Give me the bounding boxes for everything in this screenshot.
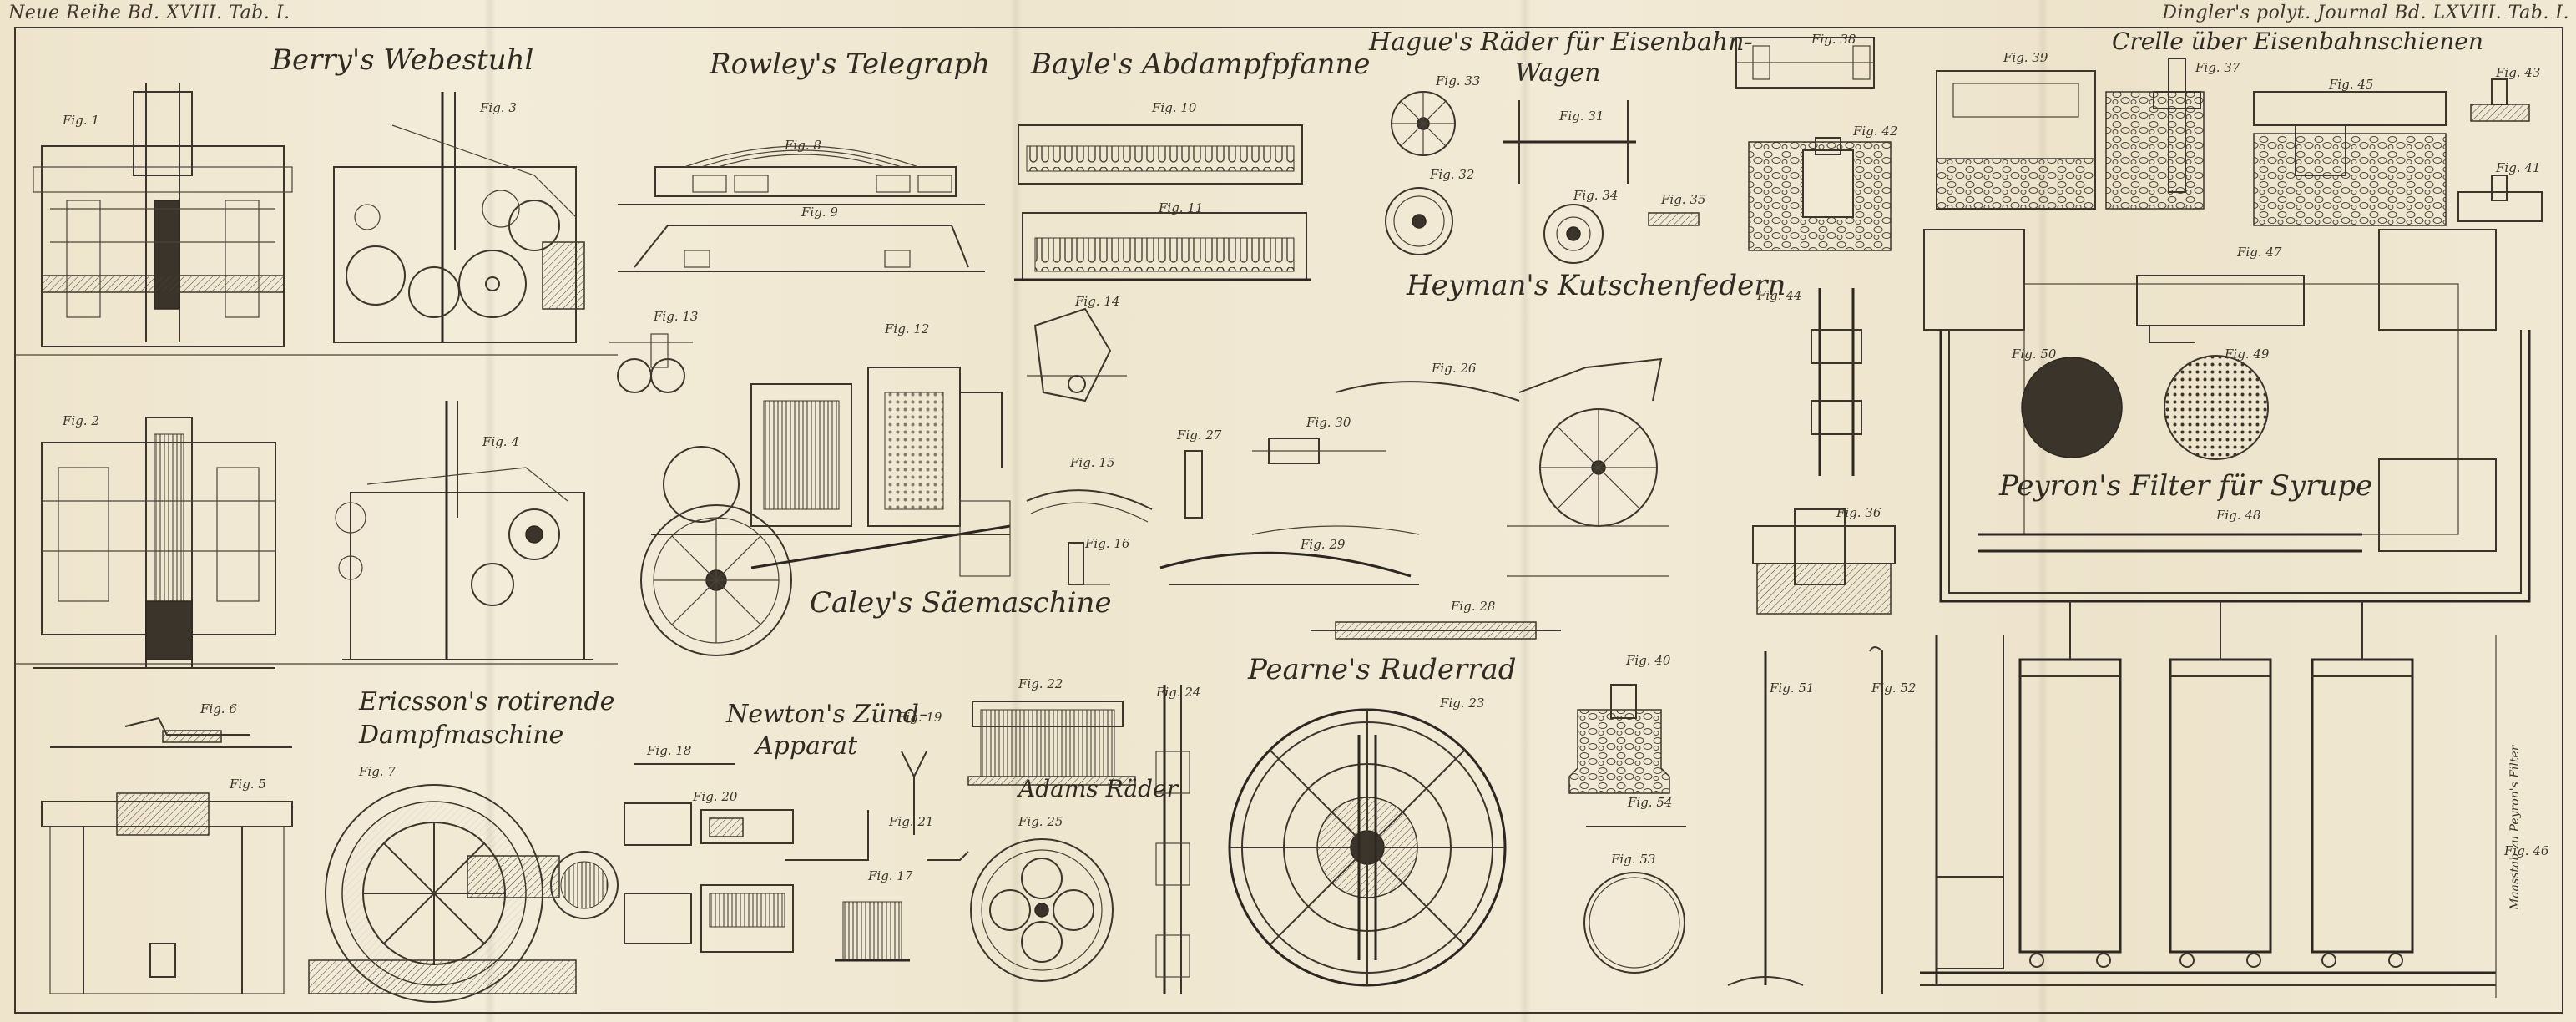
fig-49-label: Fig. 49: [2225, 347, 2270, 362]
heading-newton-ignition: Newton's Zünd-: [726, 700, 928, 729]
loom-front-view: [33, 83, 293, 347]
fig-18-label: Fig. 18: [647, 743, 692, 758]
fig-37-label: Fig. 37: [2195, 60, 2240, 75]
rotary-steam-engine: [308, 784, 619, 1003]
fig-14-label: Fig. 14: [1075, 294, 1120, 309]
fold-crease: [2037, 0, 2048, 1022]
heading-ericsson-engine: Ericsson's rotirende: [359, 687, 615, 716]
fig-48-label: Fig. 48: [2216, 508, 2261, 523]
fig-10-label: Fig. 10: [1152, 100, 1197, 115]
plate-header-left: Neue Reihe Bd. XVIII. Tab. I.: [8, 3, 290, 23]
heading-crelle-rails: Crelle über Eisenbahnschienen: [2112, 28, 2483, 55]
fig-46-label: Fig. 46: [2504, 843, 2549, 858]
fig-53-label: Fig. 53: [1611, 852, 1656, 867]
fig-45-label: Fig. 45: [2329, 77, 2374, 92]
rail-sections: [1568, 37, 1896, 994]
railway-wheels: [1385, 91, 1700, 264]
fig-25-label: Fig. 25: [1018, 814, 1063, 829]
fig-2-label: Fig. 2: [63, 413, 99, 428]
fig-34-label: Fig. 34: [1573, 188, 1619, 203]
heading-caley-drill: Caley's Säemaschine: [810, 586, 1112, 620]
fig-13-label: Fig. 13: [654, 309, 699, 324]
fig-3-label: Fig. 3: [480, 100, 517, 115]
fig-42-label: Fig. 42: [1853, 124, 1898, 139]
heading-bayle-pan: Bayle's Abdampfpfanne: [1031, 48, 1371, 81]
fig-36-label: Fig. 36: [1836, 505, 1881, 520]
syrup-filter: [1920, 229, 2531, 998]
fig-16-label: Fig. 16: [1085, 536, 1130, 551]
fig-4-label: Fig. 4: [482, 434, 519, 449]
fig-30-label: Fig. 30: [1306, 415, 1351, 430]
fig-35-label: Fig. 35: [1661, 192, 1706, 207]
fig-28-label: Fig. 28: [1451, 599, 1496, 614]
drill-gear-detail: [609, 333, 693, 393]
evaporating-pan: [1014, 124, 1311, 281]
ignition-apparatus: [624, 701, 1136, 962]
funnel-mechanism: [1026, 307, 1153, 585]
seed-drill-machine: [640, 367, 1011, 656]
fig-20-label: Fig. 20: [693, 789, 738, 804]
adams-wheels: [970, 685, 1190, 994]
rail-profiles: [1936, 58, 2543, 226]
carriage-springs: [1159, 357, 1669, 640]
fig-43-label: Fig. 43: [2496, 65, 2541, 80]
loom-side-elevation: [335, 401, 593, 660]
fig-6-label: Fig. 6: [200, 701, 237, 716]
fig-51-label: Fig. 51: [1770, 680, 1815, 696]
fold-crease: [1519, 0, 1531, 1022]
fig-17-label: Fig. 17: [868, 868, 913, 883]
fig-7-label: Fig. 7: [359, 764, 396, 779]
fig-41-label: Fig. 41: [2496, 160, 2541, 175]
fig-32-label: Fig. 32: [1430, 167, 1475, 182]
heading-peyron-filter: Peyron's Filter für Syrupe: [1999, 469, 2373, 503]
fig-39-label: Fig. 39: [2003, 50, 2048, 65]
heading-hague-wheels: Hague's Räder für Eisenbahn-: [1369, 28, 1753, 57]
loom-plan-view: [33, 417, 276, 669]
fig-27-label: Fig. 27: [1177, 428, 1222, 443]
fig-22-label: Fig. 22: [1018, 676, 1063, 691]
plate-border: [14, 27, 2563, 1014]
shuttle-detail: [50, 716, 292, 748]
paddle-wheel: [1228, 708, 1507, 987]
heading-ericsson-engine-2: Dampfmaschine: [359, 721, 564, 750]
fig-33-label: Fig. 33: [1436, 73, 1481, 89]
fig-23-label: Fig. 23: [1440, 696, 1485, 711]
fig-8-label: Fig. 8: [785, 138, 821, 153]
telegraph-apparatus: [618, 145, 985, 272]
fig-52-label: Fig. 52: [1871, 680, 1917, 696]
fig-47-label: Fig. 47: [2237, 245, 2282, 260]
plate-header-right: Dingler's polyt. Journal Bd. LXVIII. Tab…: [2162, 3, 2569, 23]
fig-31-label: Fig. 31: [1559, 109, 1604, 124]
fig-26-label: Fig. 26: [1432, 361, 1477, 376]
fig-1-label: Fig. 1: [63, 113, 99, 128]
heading-pearne-paddle: Pearne's Ruderrad: [1248, 653, 1517, 686]
fold-crease: [484, 0, 496, 1022]
fig-24-label: Fig. 24: [1156, 685, 1201, 700]
heading-rowley-telegraph: Rowley's Telegraph: [710, 48, 991, 81]
heading-berry-loom: Berry's Webestuhl: [271, 43, 534, 77]
fig-29-label: Fig. 29: [1301, 537, 1346, 552]
fig-40-label: Fig. 40: [1626, 653, 1671, 668]
heading-hague-wheels-2: Wagen: [1515, 58, 1601, 88]
fig-44-label: Fig. 44: [1757, 288, 1802, 303]
heading-newton-ignition-2: Apparat: [755, 731, 858, 761]
fig-11-label: Fig. 11: [1159, 200, 1204, 215]
heading-adams-wheels: Adams Räder: [1018, 775, 1178, 802]
fig-5-label: Fig. 5: [230, 777, 266, 792]
fig-12-label: Fig. 12: [885, 321, 930, 336]
heading-heyman-springs: Heyman's Kutschenfedern: [1407, 269, 1786, 302]
fig-21-label: Fig. 21: [889, 814, 934, 829]
fig-9-label: Fig. 9: [801, 205, 838, 220]
fig-54-label: Fig. 54: [1628, 795, 1673, 810]
loom-side-view-gears: [333, 92, 585, 343]
loom-lower-section: [41, 792, 293, 994]
fig-19-label: Fig. 19: [897, 710, 942, 725]
fig-50-label: Fig. 50: [2012, 347, 2057, 362]
fig-38-label: Fig. 38: [1811, 32, 1856, 47]
fig-15-label: Fig. 15: [1070, 455, 1115, 470]
scale-note: Maasstab zu Peyron's Filter: [2508, 745, 2522, 910]
